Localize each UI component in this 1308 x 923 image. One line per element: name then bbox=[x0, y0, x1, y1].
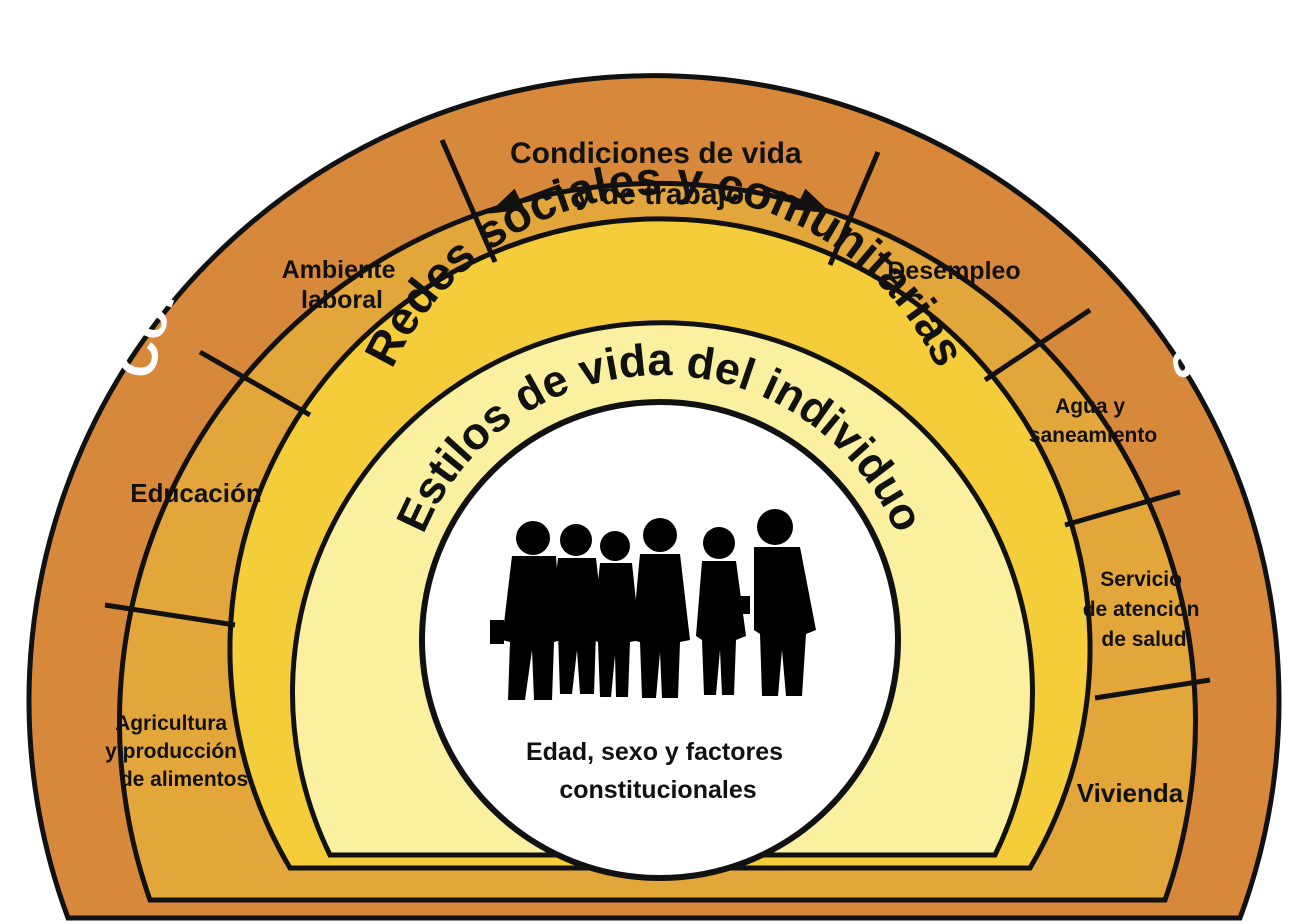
segment-label-condiciones: Condiciones de vida y de trabajo bbox=[510, 137, 810, 211]
segment-dividers bbox=[104, 139, 1211, 701]
segment-label-educacion: Educación bbox=[130, 478, 261, 508]
segment-label-agricultura: Agricultura y producción de alimentos bbox=[105, 712, 248, 791]
center-label: Edad, sexo y factores constitucionales bbox=[526, 738, 790, 804]
segment-label-ambiente: Ambiente laboral bbox=[282, 256, 403, 314]
people-silhouette-icon bbox=[490, 509, 816, 700]
segment-label-vivienda: Vivienda bbox=[1077, 778, 1184, 808]
double-arrow-icon bbox=[488, 184, 832, 214]
segment-label-servicio: Servicio de atención de salud bbox=[1083, 568, 1206, 651]
segment-label-agua: Agua y saneamiento bbox=[1029, 395, 1157, 447]
segment-label-desempleo: Desempleo bbox=[887, 257, 1020, 285]
